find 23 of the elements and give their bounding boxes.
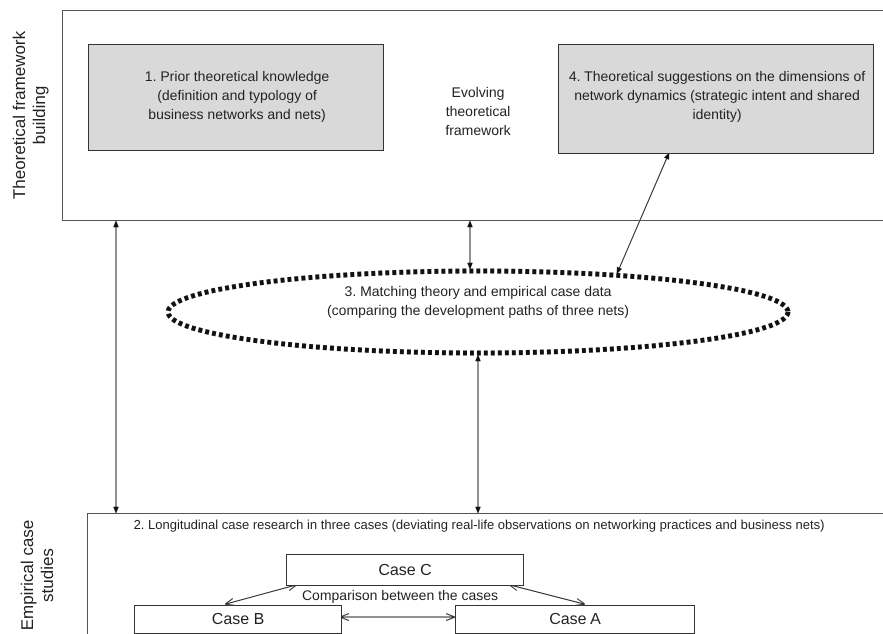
comparison-label: Comparison between the cases <box>300 586 500 605</box>
case-label: Case C <box>377 560 433 580</box>
case-box <box>134 605 342 634</box>
case-label: Case A <box>548 610 602 629</box>
process-box <box>88 44 384 151</box>
side-label: Theoretical framework building <box>10 30 50 202</box>
case-box <box>286 554 524 586</box>
side-label: Empirical case studies <box>18 518 58 632</box>
arrow <box>616 152 670 274</box>
framework-panel <box>62 10 883 221</box>
node-text: 4. Theoretical suggestions on the dimensions of network dynamics (strategic intent and shared identity) <box>568 67 866 124</box>
node-text: Evolving theoretical framework <box>444 83 512 140</box>
case-box <box>455 605 695 634</box>
case-study-panel <box>87 513 883 634</box>
arrow <box>113 220 119 514</box>
arrow <box>475 354 481 514</box>
case-label: Case B <box>210 610 266 629</box>
node-text: 3. Matching theory and empirical case data (comparing the development paths of three nets) <box>326 282 630 320</box>
dotted-ellipse <box>165 268 791 356</box>
node-text: 2. Longitudinal case research in three cases (deviating real-life observations on networking practices and business nets) <box>132 516 826 533</box>
arrow <box>467 220 473 270</box>
node-text: 1. Prior theoretical knowledge (definition and typology of business networks and nets) <box>144 67 330 124</box>
process-box <box>558 44 874 154</box>
